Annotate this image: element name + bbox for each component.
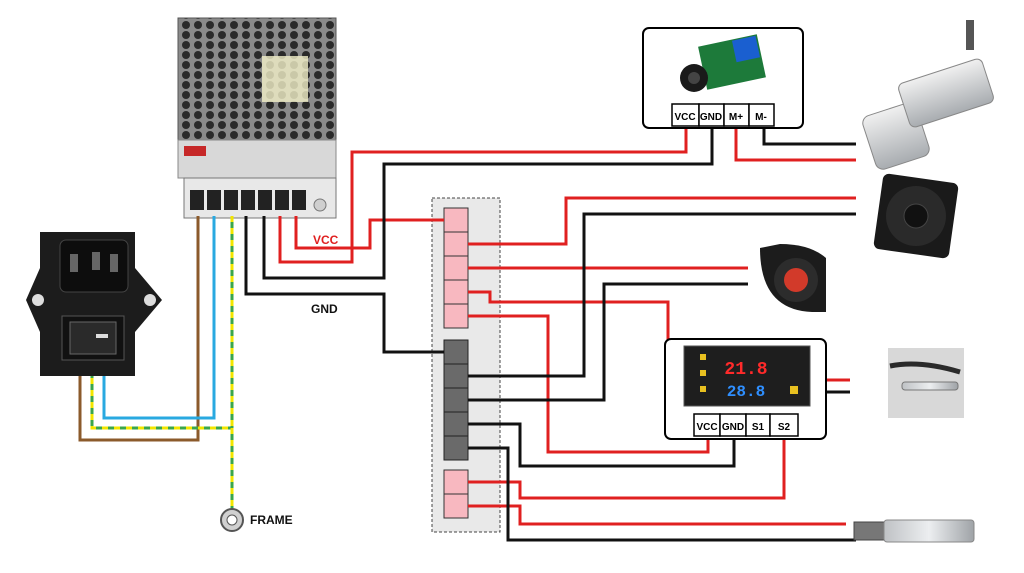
thermostat-controller: 21.8 28.8 VCC GND S1 S2 <box>664 338 827 440</box>
blower-fan-icon <box>760 244 826 312</box>
gnd-main-wire <box>244 216 444 354</box>
pwm-terminal-gnd: GND <box>700 112 722 123</box>
pwm-terminal-vcc: VCC <box>674 112 695 123</box>
iec-inlet-switch-icon <box>26 232 162 376</box>
gnd-label: GND <box>311 302 338 316</box>
pwm-motor-controller-icon <box>680 34 766 92</box>
mains-wires <box>78 216 234 512</box>
pwm-terminal-m-plus: M+ <box>729 112 743 123</box>
neutral-wire <box>102 216 216 420</box>
thermostat-display-bottom: 28.8 <box>727 383 765 401</box>
worm-gear-motor-icon <box>862 20 994 170</box>
thermo-terminal-s2: S2 <box>778 422 791 433</box>
positive-wires <box>278 126 856 526</box>
thermostat-display-top: 21.8 <box>724 360 767 380</box>
frame-ground-ring-icon <box>220 508 244 532</box>
thermo-terminal-gnd: GND <box>722 422 744 433</box>
thermo-terminal-vcc: VCC <box>696 422 717 433</box>
live-wire <box>78 216 200 442</box>
negative-wires <box>244 126 856 542</box>
power-supply-icon <box>177 17 337 219</box>
frame-label: FRAME <box>250 513 293 527</box>
vcc-label: VCC <box>313 233 339 247</box>
terminal-block <box>431 197 501 533</box>
pwm-terminal-m-minus: M- <box>755 112 767 123</box>
vcc-main-wire <box>294 216 444 250</box>
thermostat-controller-icon: 21.8 28.8 <box>683 345 811 407</box>
heater-cartridge-icon <box>853 519 975 543</box>
cooling-fan-icon <box>873 173 959 259</box>
thermo-terminal-s1: S1 <box>752 422 765 433</box>
pwm-motor-controller: VCC GND M+ M- <box>642 27 804 129</box>
temperature-probe-icon <box>888 348 964 418</box>
